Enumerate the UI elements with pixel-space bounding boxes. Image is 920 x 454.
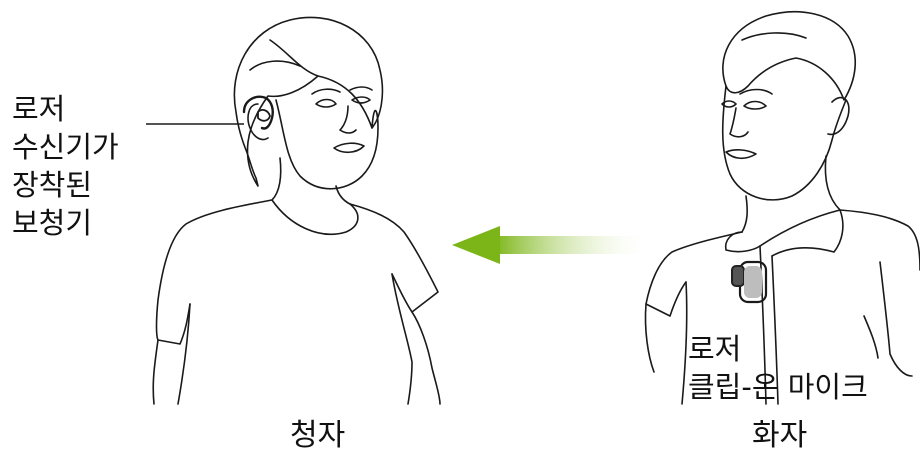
listener-nose bbox=[340, 106, 356, 133]
signal-arrow bbox=[452, 226, 646, 264]
microphone-label: 로저 클립-온 마이크 bbox=[688, 330, 868, 406]
speaker-neck bbox=[825, 156, 840, 210]
receiver-device-line: 수신기가 bbox=[12, 128, 119, 166]
speaker-arm bbox=[880, 262, 912, 376]
listener-face bbox=[276, 100, 378, 189]
listener-figure bbox=[153, 17, 440, 404]
listener-shirt bbox=[157, 200, 273, 344]
speaker-ear bbox=[828, 98, 849, 135]
signal-arrow-head bbox=[452, 226, 500, 264]
listener-caption: 청자 bbox=[290, 418, 345, 454]
microphone-line: 클립-온 마이크 bbox=[688, 368, 868, 406]
listener-hair-strand bbox=[270, 40, 318, 76]
speaker-nose bbox=[730, 108, 748, 137]
listener-sleeve-edge bbox=[412, 312, 440, 404]
listener-ear bbox=[248, 104, 268, 140]
signal-arrow-shaft bbox=[494, 236, 646, 254]
microphone-line: 로저 bbox=[688, 330, 868, 368]
speaker-body bbox=[682, 282, 687, 404]
speaker-neck bbox=[742, 196, 747, 232]
speaker-brow-left bbox=[740, 90, 772, 95]
speaker-shirt bbox=[646, 232, 742, 316]
speaker-hair bbox=[723, 12, 855, 100]
listener-mouth bbox=[334, 143, 364, 152]
listener-neck bbox=[272, 158, 281, 200]
listener-sleeve bbox=[153, 340, 158, 404]
microphone-clip bbox=[732, 266, 744, 286]
listener-hair-strand bbox=[250, 61, 300, 70]
receiver-device-line: 보청기 bbox=[12, 204, 119, 242]
listener-collar bbox=[272, 200, 358, 234]
listener-shirt bbox=[350, 204, 438, 312]
receiver-device-line: 로저 bbox=[12, 90, 119, 128]
microphone-body-shading bbox=[744, 266, 762, 298]
listener-hair bbox=[234, 17, 382, 186]
listener-body bbox=[178, 304, 190, 404]
listener-brow-right bbox=[350, 87, 372, 90]
listener-eye-right bbox=[352, 97, 370, 103]
listener-brow-left bbox=[312, 89, 340, 94]
speaker-face bbox=[723, 86, 846, 200]
speaker-collar bbox=[760, 210, 843, 256]
speaker-caption: 화자 bbox=[752, 418, 807, 454]
receiver-device-line: 장착된 bbox=[12, 166, 119, 204]
speaker-eye-left bbox=[744, 102, 766, 110]
hearing-aid-receiver bbox=[258, 110, 270, 121]
speaker-sleeve bbox=[645, 304, 654, 372]
speaker-hair-strand bbox=[742, 33, 806, 40]
listener-eye-left bbox=[316, 100, 336, 108]
receiver-device-label: 로저 수신기가 장착된 보청기 bbox=[12, 90, 119, 242]
speaker-mouth bbox=[726, 150, 756, 158]
speaker-shirt bbox=[840, 210, 920, 270]
